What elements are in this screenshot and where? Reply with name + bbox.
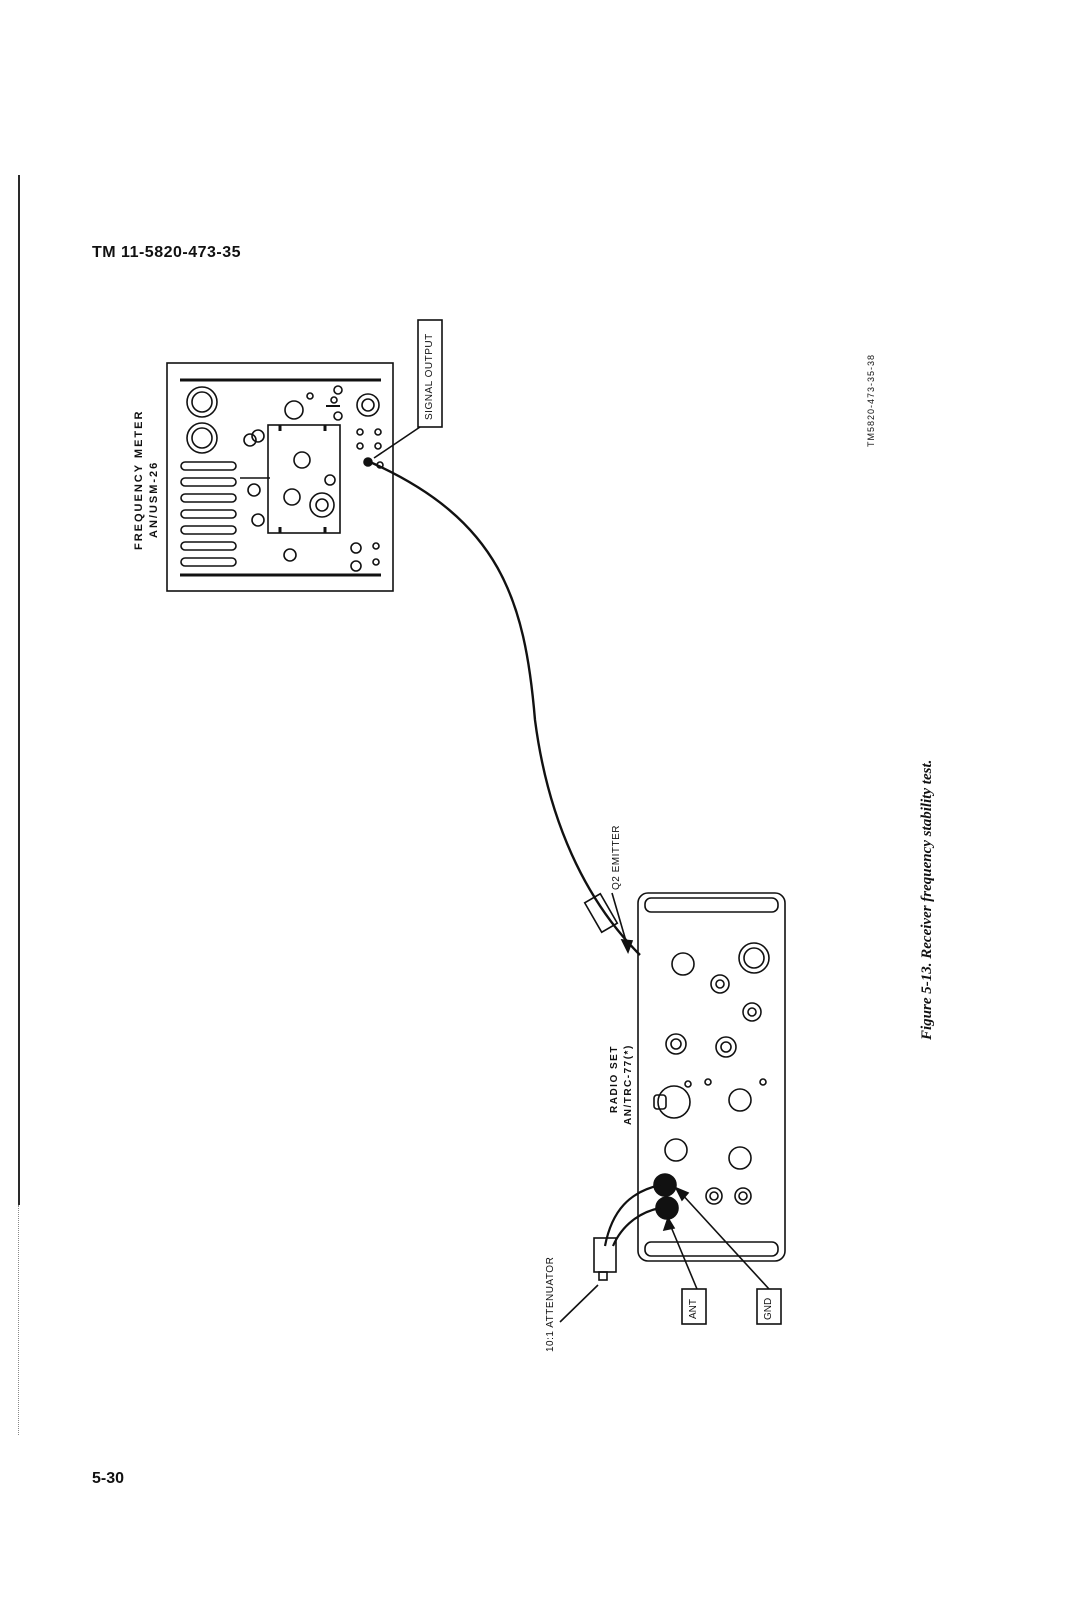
coax-cable (369, 460, 641, 956)
frequency-meter-panel (166, 362, 394, 592)
radio-set-name: RADIO SET (609, 1045, 620, 1113)
q2-emitter-probe (583, 892, 619, 934)
page-margin-dots (18, 1205, 20, 1435)
ant-box (681, 1288, 707, 1325)
radio-set-panel (637, 892, 786, 1262)
q2-emitter-label: Q2 EMITTER (611, 824, 622, 890)
attenuator-lead-ant (611, 1206, 661, 1247)
document-number: TM 11-5820-473-35 (92, 244, 242, 261)
page-number: 5-30 (92, 1470, 125, 1487)
page-margin-line (18, 175, 20, 1205)
signal-output-box (417, 319, 443, 428)
frequency-meter-name: FREQUENCY METER (133, 409, 145, 550)
gnd-jack (653, 1173, 677, 1197)
drawing-id: TM5820-473-35-38 (866, 353, 876, 447)
ant-label: ANT (688, 1299, 699, 1319)
frequency-meter-model: AN/USM-26 (148, 460, 160, 538)
figure-caption: Figure 5-13. Receiver frequency stabilit… (919, 759, 935, 1040)
radio-set-model: AN/TRC-77(*) (623, 1044, 634, 1125)
attenuator-lead-gnd (603, 1183, 661, 1247)
gnd-label: GND (763, 1297, 774, 1320)
signal-output-label: SIGNAL OUTPUT (424, 333, 435, 420)
attenuator-label: 10:1 ATTENUATOR (545, 1256, 556, 1352)
